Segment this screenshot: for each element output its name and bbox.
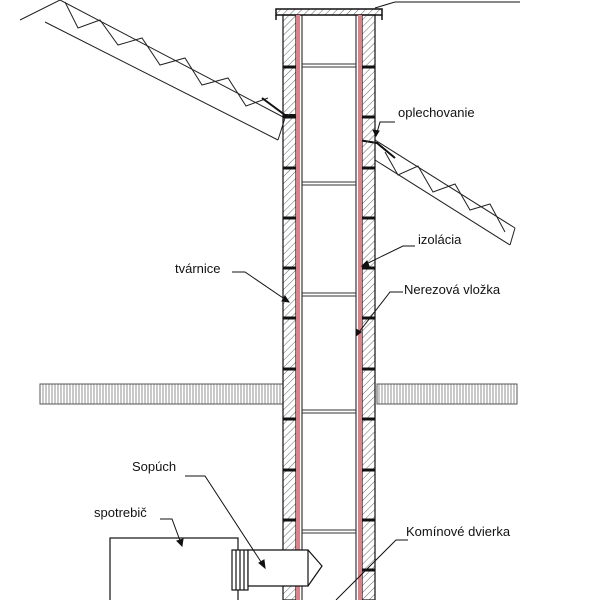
label-cleanout-door: Komínové dvierka xyxy=(406,524,511,539)
flue-pipe xyxy=(231,549,323,591)
appliance-box xyxy=(109,537,239,600)
chimney-wall-right xyxy=(361,14,376,600)
label-flue-pipe: Sopúch xyxy=(132,459,176,474)
chimney-wall-left xyxy=(282,14,297,600)
label-flashing: oplechovanie xyxy=(398,105,475,120)
roof-truss-right xyxy=(374,139,516,246)
chimney-cap xyxy=(275,8,383,20)
label-appliance: spotrebič xyxy=(94,505,147,520)
label-insulation: izolácia xyxy=(418,232,462,247)
insulation-layer xyxy=(296,15,362,600)
leader-lines xyxy=(160,1,520,600)
stainless-liner xyxy=(301,15,357,600)
liner-joints xyxy=(302,63,356,534)
label-blocks: tvárnice xyxy=(175,261,221,276)
floor-slab xyxy=(39,383,518,405)
roof-truss-left xyxy=(19,0,286,141)
block-joints xyxy=(283,65,375,572)
label-liner: Nerezová vložka xyxy=(404,282,501,297)
